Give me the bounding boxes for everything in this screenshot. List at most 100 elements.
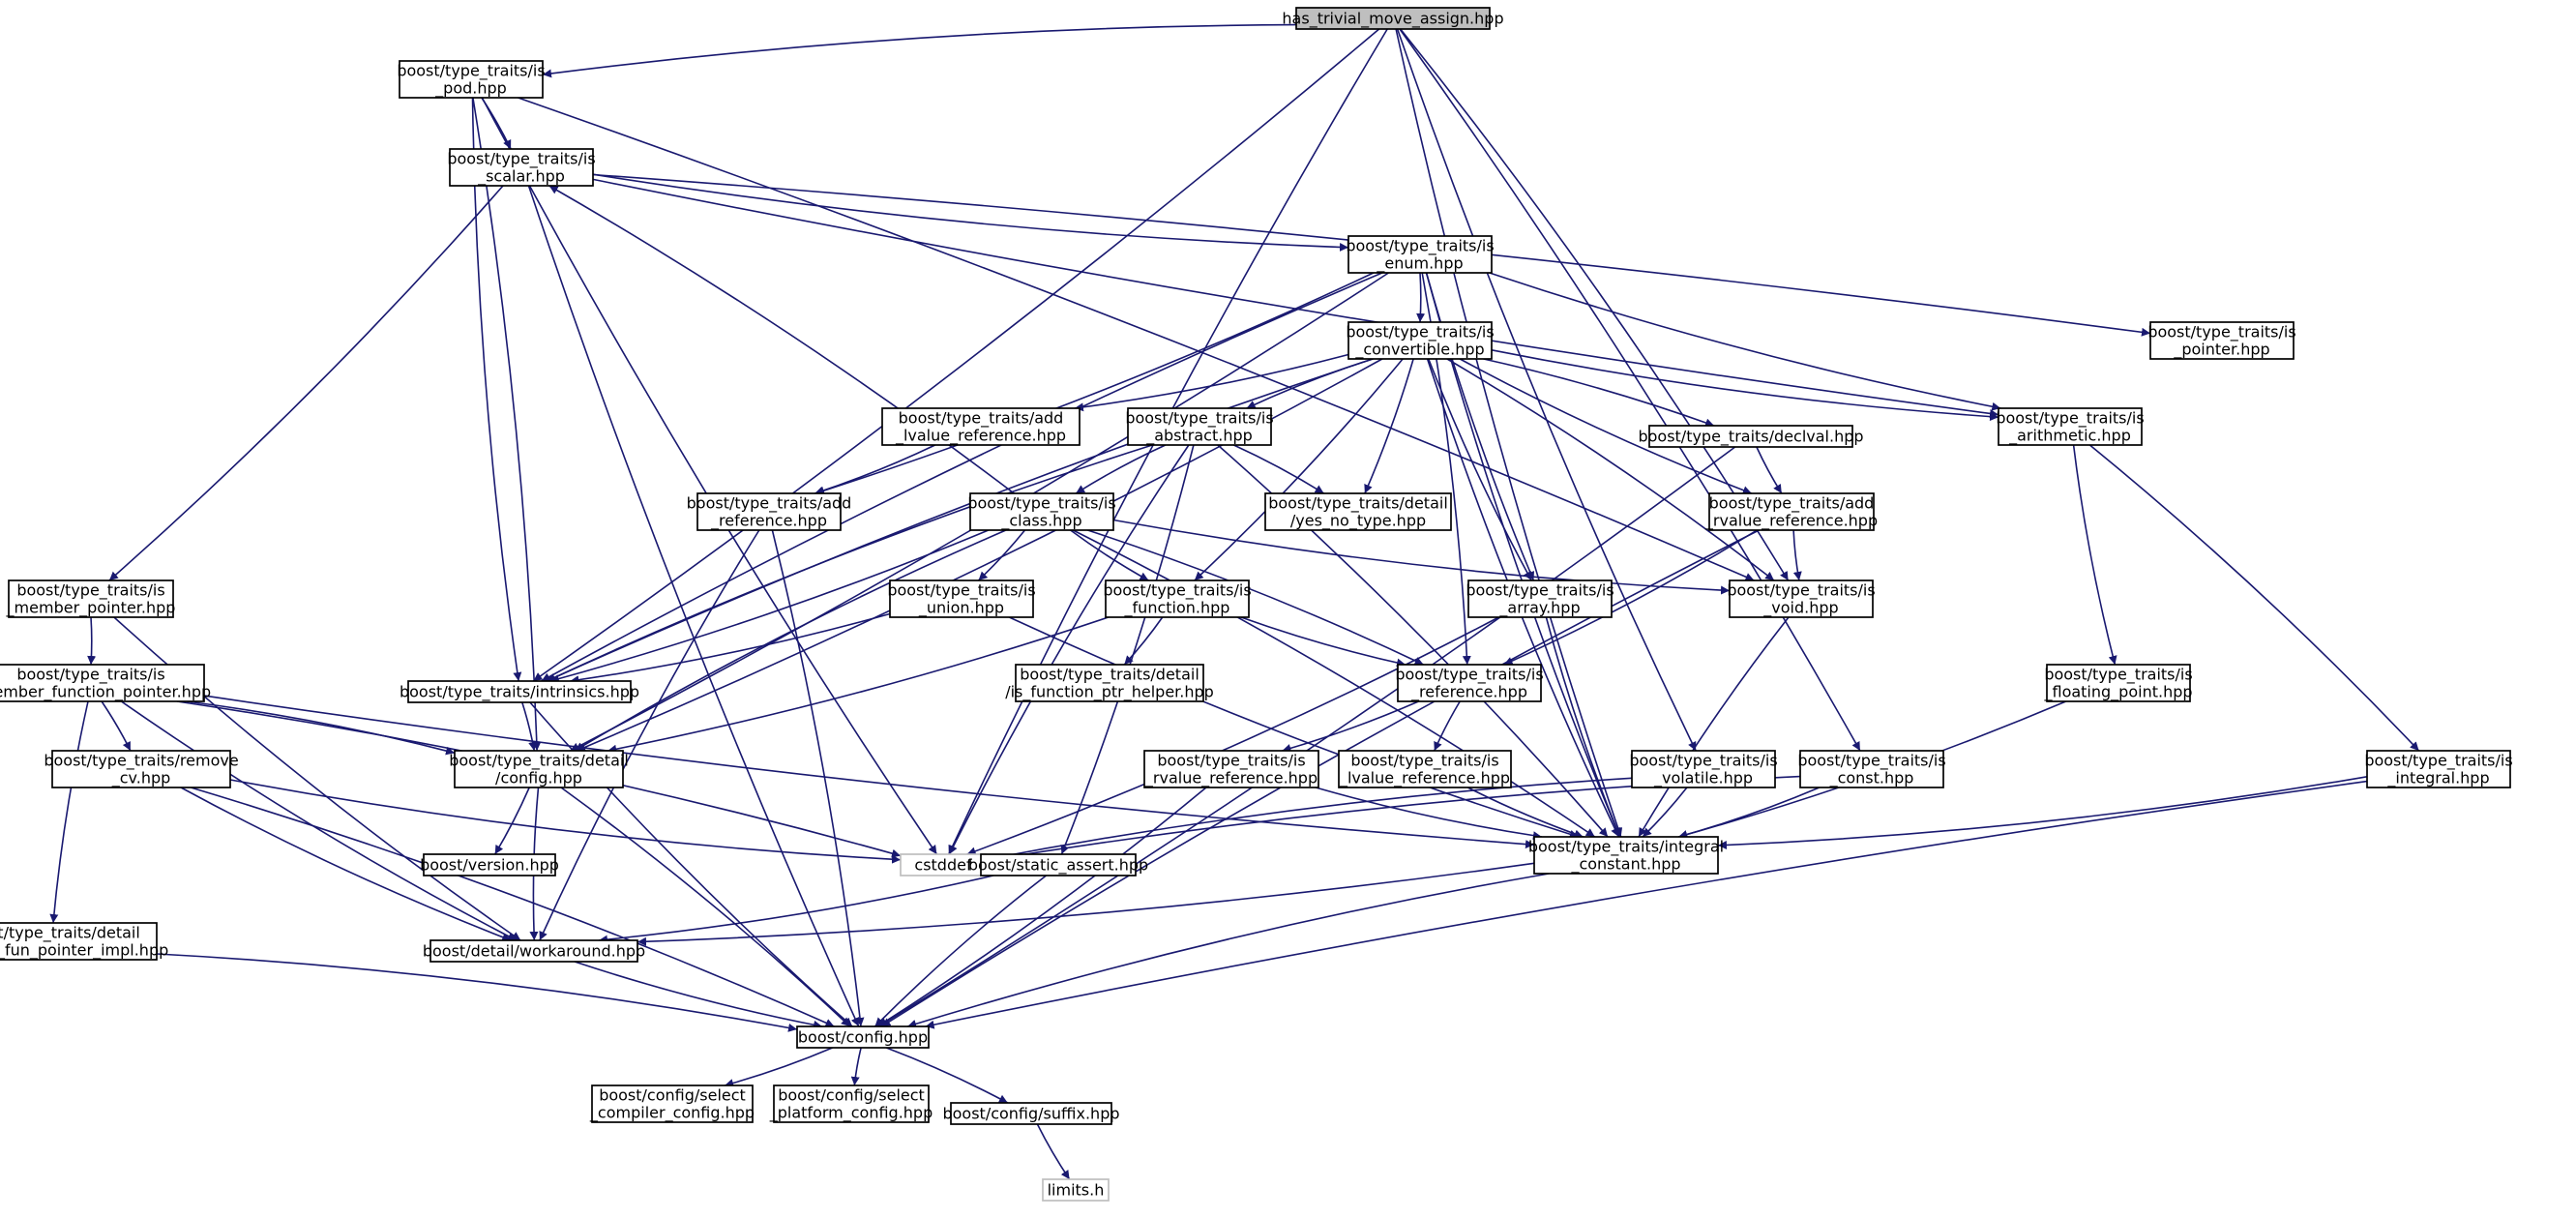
node-is-mem-fun-pointer-impl[interactable]: boost/type_traits/detail/is_mem_fun_poin… [0, 922, 168, 961]
node-is-pod[interactable]: boost/type_traits/is_pod.hpp [397, 60, 546, 99]
node-is-abstract[interactable]: boost/type_traits/is_abstract.hpp [1125, 407, 1274, 446]
node-box [399, 60, 544, 99]
node-label: _integral.hpp [2386, 769, 2489, 788]
node-is-floating-point[interactable]: boost/type_traits/is_floating_point.hpp [2043, 664, 2193, 702]
node-label: boost/type_traits/add [899, 409, 1064, 429]
edge-is_scalar-to-config [527, 185, 860, 1027]
node-label: boost/version.hpp [420, 856, 559, 875]
edge-is_abstract-to-cstddef [948, 444, 1190, 855]
node-is-function[interactable]: boost/type_traits/is_function.hpp [1103, 579, 1252, 618]
edges-layer [49, 23, 2420, 1180]
node-label: _compiler_config.hpp [589, 1104, 755, 1123]
edge-is_convertible-to-is_abstract [1246, 358, 1374, 409]
node-is-arithmetic[interactable]: boost/type_traits/is_arithmetic.hpp [1996, 407, 2145, 446]
node-label: boost/type_traits/declval.hpp [1638, 428, 1863, 447]
node-label: boost/type_traits/is [1996, 409, 2144, 429]
edge-workaround-to-config [574, 961, 823, 1029]
node-label: _lvalue_reference.hpp [895, 427, 1066, 446]
edge-is_class-to-detail_config [574, 529, 1007, 752]
edge-declval-to-config [877, 446, 1736, 1027]
edge-is_member_function_pointer-to-detail_config [186, 700, 456, 756]
node-label: boost/static_assert.hpp [968, 856, 1148, 876]
node-is-integral[interactable]: boost/type_traits/is_integral.hpp [2364, 750, 2513, 788]
node-add-reference[interactable]: boost/type_traits/add_reference.hpp [687, 492, 852, 531]
node-is-member-pointer[interactable]: boost/type_traits/is_member_pointer.hpp [6, 579, 176, 618]
node-label: boost/type_traits/is [16, 666, 164, 685]
node-static-assert[interactable]: boost/static_assert.hpp [968, 853, 1148, 876]
node-box [796, 1025, 930, 1049]
node-detail-config[interactable]: boost/type_traits/detail/config.hpp [449, 750, 629, 788]
node-is-class[interactable]: boost/type_traits/is_class.hpp [967, 492, 1116, 531]
node-box [881, 407, 1081, 446]
node-is-rvalue-reference[interactable]: boost/type_traits/is_rvalue_reference.hp… [1143, 750, 1319, 788]
node-label: _platform_config.hpp [769, 1104, 933, 1123]
edge-is_reference-to-is_lvalue_reference [1434, 700, 1461, 752]
node-label: boost/type_traits/add [1709, 494, 1875, 514]
node-label: boost/type_traits/is [1346, 237, 1494, 256]
node-is-pointer[interactable]: boost/type_traits/is_pointer.hpp [2147, 321, 2296, 360]
node-is-lvalue-reference[interactable]: boost/type_traits/is_lvalue_reference.hp… [1338, 750, 1512, 788]
node-label: boost/type_traits/is [1346, 323, 1494, 342]
edge-is_enum-to-add_reference [814, 272, 1375, 495]
edge-is_convertible-to-is_void [1446, 358, 1775, 581]
edge-remove_cv-to-workaround [180, 787, 512, 941]
node-is-void[interactable]: boost/type_traits/is_void.hpp [1727, 579, 1876, 618]
edge-is_member_function_pointer-to-is_mem_fun_pointer_impl [49, 700, 89, 924]
node-label: boost/config/suffix.hpp [942, 1105, 1119, 1123]
node-is-enum[interactable]: boost/type_traits/is_enum.hpp [1346, 235, 1495, 274]
edge-is_convertible-to-yes_no_type [1364, 358, 1414, 494]
edge-integral_constant-to-workaround [637, 862, 1535, 946]
node-box [0, 664, 205, 702]
node-label: _member_function_pointer.hpp [0, 683, 211, 702]
node-label: cstddef [914, 856, 972, 875]
node-workaround[interactable]: boost/detail/workaround.hpp [423, 939, 645, 963]
edge-is_scalar-to-is_enum [592, 173, 1349, 252]
node-select-platform-config[interactable]: boost/config/select_platform_config.hpp [769, 1084, 933, 1123]
node-is-const[interactable]: boost/type_traits/is_const.hpp [1797, 750, 1946, 788]
node-label: boost/type_traits/is [967, 494, 1115, 514]
edge-suffix-to-limits [1036, 1123, 1071, 1180]
node-yes-no-type[interactable]: boost/type_traits/detail/yes_no_type.hpp [1264, 492, 1452, 531]
node-is-function-ptr-helper[interactable]: boost/type_traits/detail/is_function_ptr… [1005, 664, 1214, 702]
node-suffix[interactable]: boost/config/suffix.hpp [942, 1102, 1120, 1125]
edge-is_class-to-integral_constant [1072, 529, 1596, 838]
node-box [591, 1084, 754, 1123]
node-label: _reference.hpp [1410, 683, 1527, 702]
node-add-lvalue-reference[interactable]: boost/type_traits/add_lvalue_reference.h… [881, 407, 1081, 446]
node-version[interactable]: boost/version.hpp [420, 853, 559, 876]
node-config[interactable]: boost/config.hpp [796, 1025, 930, 1049]
node-label: boost/type_traits/is [1466, 581, 1614, 601]
node-is-scalar[interactable]: boost/type_traits/is_scalar.hpp [447, 148, 596, 187]
node-is-convertible[interactable]: boost/type_traits/is_convertible.hpp [1346, 321, 1495, 360]
node-is-reference[interactable]: boost/type_traits/is_reference.hpp [1395, 664, 1544, 702]
edge-is_class-to-is_scalar [548, 185, 1015, 494]
node-root: has_trivial_move_assign.hpp [1282, 7, 1504, 30]
edge-is_function-to-detail_config [607, 616, 1110, 754]
node-label: _rvalue_reference.hpp [1144, 769, 1318, 788]
node-add-rvalue-reference[interactable]: boost/type_traits/add_rvalue_reference.h… [1704, 492, 1878, 531]
node-is-member-function-pointer[interactable]: boost/type_traits/is_member_function_poi… [0, 664, 211, 702]
edge-add_reference-to-config [771, 529, 865, 1027]
node-intrinsics[interactable]: boost/type_traits/intrinsics.hpp [400, 680, 639, 703]
node-is-array[interactable]: boost/type_traits/is_array.hpp [1466, 579, 1614, 618]
node-integral-constant[interactable]: boost/type_traits/integral_constant.hpp [1528, 836, 1724, 875]
node-select-compiler-config[interactable]: boost/config/select_compiler_config.hpp [589, 1084, 755, 1123]
node-label: boost/type_traits/is [1350, 752, 1498, 771]
node-label: _function.hpp [1124, 599, 1230, 618]
edge-integral_constant-to-config [906, 873, 1550, 1028]
edge-is_class-to-is_void [1112, 519, 1731, 595]
edge-is_abstract-to-intrinsics [546, 444, 1153, 682]
edge-is_pod-to-cstddef [481, 97, 938, 855]
node-declval[interactable]: boost/type_traits/declval.hpp [1638, 425, 1864, 448]
node-remove-cv[interactable]: boost/type_traits/remove_cv.hpp [44, 750, 239, 788]
node-box [969, 492, 1114, 531]
node-is-union[interactable]: boost/type_traits/is_union.hpp [887, 579, 1036, 618]
edge-root-to-is_pod [542, 23, 1297, 78]
node-is-volatile[interactable]: boost/type_traits/is_volatile.hpp [1629, 750, 1778, 788]
edge-config-to-suffix [885, 1047, 1009, 1104]
edge-is_class-to-intrinsics [549, 529, 990, 683]
node-label: _volatile.hpp [1653, 769, 1753, 788]
edge-is_enum-to-is_convertible [1416, 272, 1426, 323]
node-box [1533, 836, 1719, 875]
node-box [889, 579, 1034, 618]
